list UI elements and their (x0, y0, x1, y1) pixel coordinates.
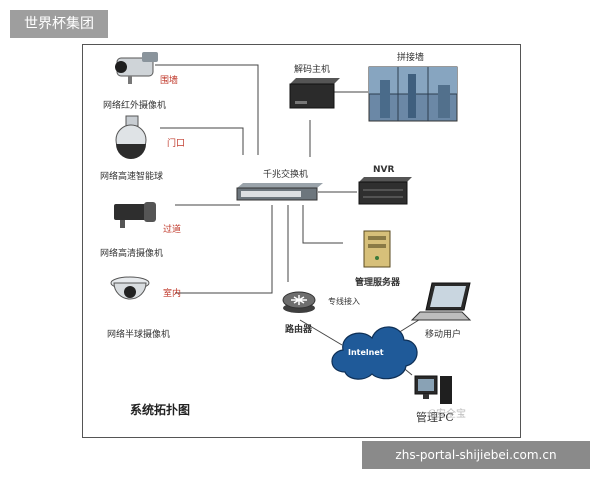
internet-label: Intelnet (348, 348, 384, 357)
footer-url: zhs-portal-shijiebei.com.cn (362, 441, 590, 469)
router-icon (283, 292, 315, 313)
server-label: 管理服务器 (355, 275, 400, 288)
zone-perimeter-label: 围墙 (160, 73, 178, 86)
video-wall-label: 拼接墙 (397, 50, 424, 63)
watermark: G安全宝 (428, 405, 466, 420)
diagram-title: 系统拓扑图 (130, 401, 190, 418)
half-dome-camera-icon (111, 277, 149, 299)
nvr-icon (359, 177, 412, 204)
pc-icon (415, 376, 452, 404)
switch-icon (237, 183, 323, 200)
speed-dome-icon (116, 116, 146, 159)
switch-label: 千兆交换机 (263, 167, 308, 180)
zone-corridor-label: 过道 (163, 222, 181, 235)
zone-gate-label: 门口 (167, 136, 185, 149)
ir-camera-icon (115, 52, 158, 84)
router-label: 路由器 (285, 322, 312, 335)
nvr-label: NVR (373, 165, 394, 175)
zone-indoor-label: 室内 (163, 286, 181, 299)
link-half-dome (175, 205, 272, 293)
mobile-user-label: 移动用户 (425, 327, 461, 340)
dome-camera-label: 网络高速智能球 (100, 169, 163, 182)
decoder-icon (290, 78, 340, 108)
laptop-icon (412, 283, 470, 320)
server-icon (364, 231, 390, 267)
link-switch-server (303, 205, 343, 243)
leased-line-label: 专线接入 (328, 296, 360, 307)
half-dome-label: 网络半球摄像机 (107, 327, 170, 340)
hd-camera-icon (114, 202, 156, 228)
video-wall-icon (369, 67, 457, 121)
hd-camera-label: 网络高清摄像机 (100, 246, 163, 259)
decoder-label: 解码主机 (294, 62, 330, 75)
ir-camera-label: 网络红外摄像机 (103, 98, 166, 111)
